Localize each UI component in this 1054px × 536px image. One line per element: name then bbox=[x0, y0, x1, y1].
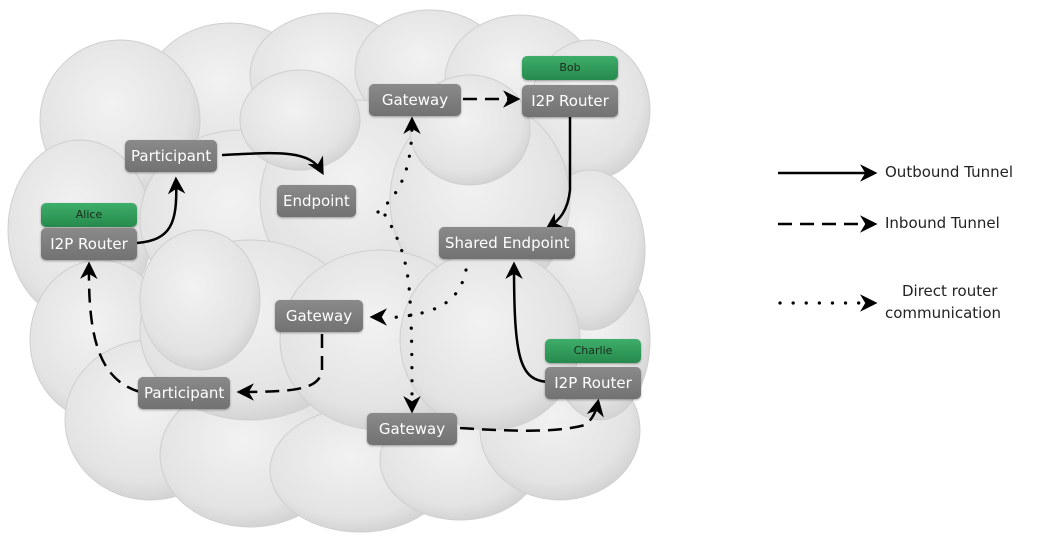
endpoint-node: Endpoint bbox=[277, 185, 356, 217]
charlie-router-node: I2P Router bbox=[545, 367, 641, 399]
alice-badge: Alice bbox=[41, 203, 137, 227]
gateway-mid-node: Gateway bbox=[275, 300, 363, 332]
alice-router-node: I2P Router bbox=[41, 228, 137, 260]
charlie-badge: Charlie bbox=[545, 339, 641, 363]
inbound-gateway-to-charlie bbox=[459, 398, 604, 432]
outbound-alice-to-participant bbox=[136, 176, 186, 245]
outbound-bob-to-shared-endpoint bbox=[545, 117, 572, 230]
legend-direct-label-line1: Direct router bbox=[902, 282, 998, 300]
gateway-top-node: Gateway bbox=[369, 84, 461, 116]
participant-top-node: Participant bbox=[125, 140, 218, 172]
outbound-participant-to-endpoint bbox=[221, 151, 324, 176]
inbound-participant-to-alice bbox=[80, 261, 141, 394]
legend-direct-label-line2: communication bbox=[885, 304, 1002, 322]
direct-endpoint-to-gateway-bottom bbox=[383, 213, 414, 404]
gateway-bottom-node: Gateway bbox=[367, 413, 457, 445]
outbound-charlie-to-shared-endpoint bbox=[505, 261, 549, 384]
bob-router-node: I2P Router bbox=[522, 85, 618, 117]
bob-badge: Bob bbox=[522, 56, 618, 80]
shared-endpoint-node: Shared Endpoint bbox=[439, 227, 576, 259]
participant-bottom-node: Participant bbox=[138, 377, 231, 409]
legend-inbound-label: Inbound Tunnel bbox=[885, 214, 1000, 232]
legend-outbound-label: Outbound Tunnel bbox=[885, 163, 1013, 181]
